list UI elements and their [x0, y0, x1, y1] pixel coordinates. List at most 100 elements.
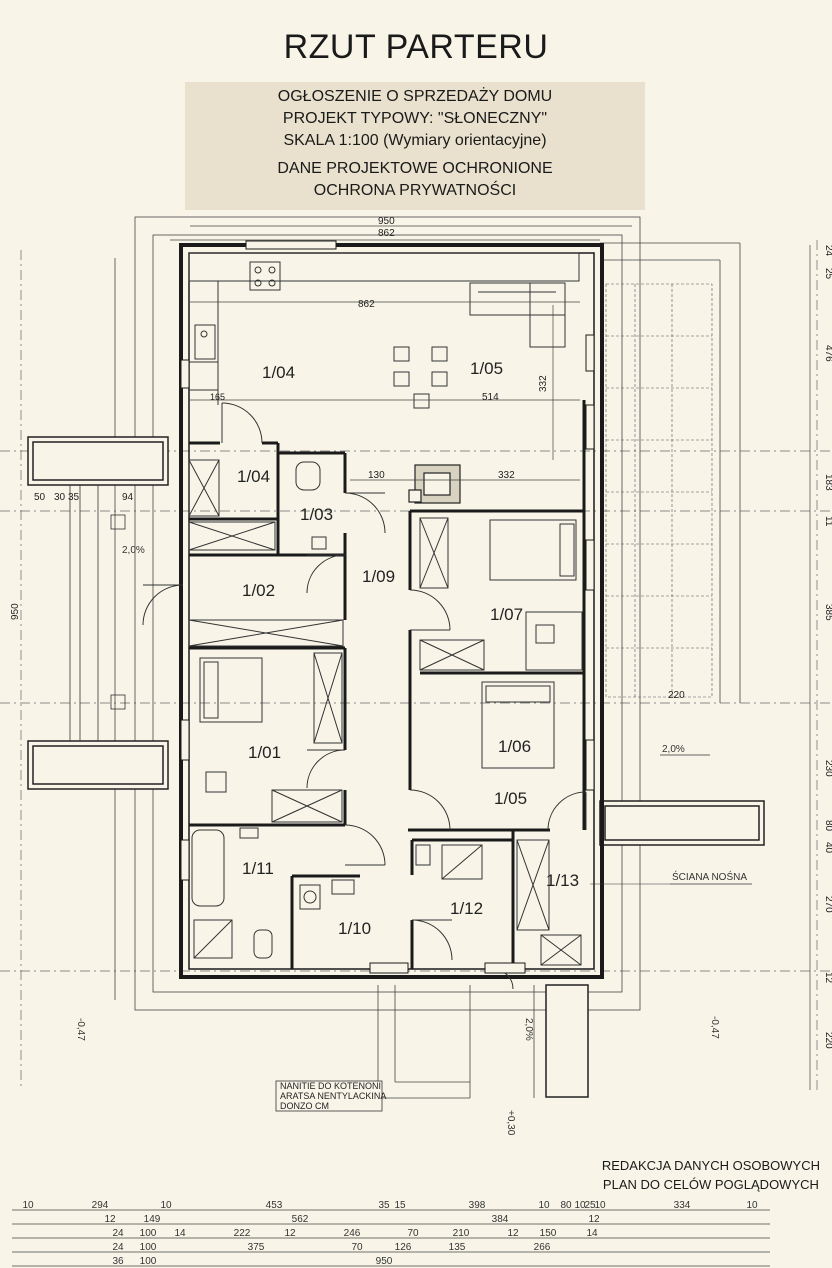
bottom-dimension-value: 950 [376, 1256, 393, 1267]
bottom-dimension-value: 12 [104, 1214, 116, 1225]
dim-right-12: 12 [823, 972, 832, 984]
room-1-02: 1/02 [242, 581, 275, 600]
level-bottom: +0,30 [505, 1110, 516, 1136]
bottom-dimension-value: 36 [112, 1256, 124, 1267]
fireplace [408, 464, 461, 504]
footer-line-1: REDAKCJA DANYCH OSOBOWYCH [601, 1158, 820, 1173]
room-1-06: 1/06 [498, 737, 531, 756]
dim-right-25: 25 [823, 268, 832, 280]
bottom-dimension-value: 10 [746, 1200, 758, 1211]
room-labels: 1/04 1/05 1/04 1/03 1/09 1/02 1/07 1/01 … [237, 359, 579, 938]
dim-right-183: 183 [823, 474, 832, 491]
bottom-dimension-value: 210 [453, 1228, 470, 1239]
dim-950-top: 950 [378, 216, 395, 227]
bottom-dimension-value: 126 [395, 1242, 412, 1253]
banner-line-5: OCHRONA PRYWATNOŚCI [313, 182, 517, 199]
slope-left: 2,0% [122, 545, 145, 556]
dimension-labels: 950 862 862 514 332 130 165 332 220 950 … [10, 216, 832, 1049]
window-marks [180, 334, 595, 974]
site-slabs [27, 436, 765, 1098]
level-right: -0,47 [709, 1016, 720, 1039]
annotations: 2,0% 2,0% 2,0% ŚCIANA NOŚNA -0,47 -0,47 … [75, 545, 752, 1136]
dim-514: 514 [482, 392, 499, 403]
dim-332-horizontal: 332 [498, 470, 515, 481]
bottom-dimension-value: 24 [112, 1242, 124, 1253]
bottom-dimension-value: 10 [574, 1200, 586, 1211]
bottom-dimension-value: 246 [344, 1228, 361, 1239]
dim-220: 220 [668, 690, 685, 701]
bottom-dimension-value: 12 [588, 1214, 600, 1225]
banner-line-1: OGŁOSZENIE O SPRZEDAŻY DOMU [277, 88, 553, 105]
room-1-09: 1/09 [362, 567, 395, 586]
dim-30: 30 [54, 492, 66, 503]
dim-130: 130 [368, 470, 385, 481]
bathroom-fittings [191, 461, 431, 959]
downpipes [69, 485, 126, 741]
room-1-03: 1/03 [300, 505, 333, 524]
room-1-10: 1/10 [338, 919, 371, 938]
banner-line-4: DANE PROJEKTOWE OCHRONIONE [277, 160, 553, 177]
room-1-11: 1/11 [242, 859, 274, 878]
bottom-dimension-value: 222 [234, 1228, 251, 1239]
bottom-dimension-value: 12 [507, 1228, 519, 1239]
dim-862-top: 862 [378, 228, 395, 239]
bottom-dimension-value: 453 [266, 1200, 283, 1211]
bottom-dimension-value: 562 [292, 1214, 309, 1225]
plan-title: RZUT PARTERU [283, 28, 549, 66]
note-line-3: DONZO CM [280, 1101, 329, 1111]
room-1-04-kitchen: 1/04 [262, 363, 295, 382]
dim-right-80: 80 [823, 820, 832, 832]
wardrobes [188, 459, 582, 966]
bottom-dimension-value: 35 [378, 1200, 390, 1211]
dim-862-inner: 862 [358, 299, 375, 310]
bottom-dimension-value: 10 [538, 1200, 550, 1211]
bottom-dimension-value: 149 [144, 1214, 161, 1225]
dim-94: 94 [122, 492, 134, 503]
room-1-05-living: 1/05 [470, 359, 503, 378]
dim-right-270: 270 [823, 896, 832, 913]
inner-dim-lines [170, 225, 632, 481]
bottom-dimension-value: 294 [92, 1200, 109, 1211]
dim-35: 35 [68, 492, 80, 503]
bottom-dimension-value: 70 [407, 1228, 419, 1239]
dim-right-385: 385 [823, 604, 832, 621]
bottom-dimension-value: 384 [492, 1214, 509, 1225]
note-box [275, 1080, 383, 1112]
bottom-dimension-value: 14 [174, 1228, 186, 1239]
bottom-dimension-value: 12 [284, 1228, 296, 1239]
bottom-dimension-value: 80 [560, 1200, 572, 1211]
dim-right-476: 476 [823, 345, 832, 362]
dim-165: 165 [210, 392, 225, 402]
bottom-dimension-value: 14 [586, 1228, 598, 1239]
dim-right-40: 40 [823, 842, 832, 854]
living-furniture [393, 282, 566, 409]
footer-line-2: PLAN DO CELÓW POGLĄDOWYCH [602, 1177, 819, 1192]
dim-right-24: 24 [823, 245, 832, 257]
axis-lines [0, 240, 832, 1090]
bottom-dimension-value: 25 [584, 1200, 596, 1211]
beds [199, 519, 583, 793]
bottom-dimension-value: 100 [140, 1242, 157, 1253]
bottom-dimension-value: 10 [160, 1200, 172, 1211]
bottom-dimension-value: 375 [248, 1242, 265, 1253]
terrace-pergola [605, 283, 713, 698]
door-swings [142, 402, 587, 990]
room-1-12: 1/12 [450, 899, 483, 918]
dim-right-220: 220 [823, 1032, 832, 1049]
room-1-01: 1/01 [248, 743, 281, 762]
bottom-dimension-value: 150 [540, 1228, 557, 1239]
footer-note: REDAKCJA DANYCH OSOBOWYCH PLAN DO CELÓW … [602, 1156, 820, 1194]
dim-right-230: 230 [823, 760, 832, 777]
dim-950-left: 950 [10, 603, 21, 620]
outline-lines [114, 216, 741, 1099]
room-1-04-pantry: 1/04 [237, 467, 270, 486]
window-top [245, 240, 337, 250]
banner-line-3: SKALA 1:100 (Wymiary orientacyjne) [283, 132, 547, 149]
level-left: -0,47 [75, 1018, 86, 1041]
bottom-dimension-value: 100 [140, 1256, 157, 1267]
bottom-dimension-value: 15 [394, 1200, 406, 1211]
bottom-dimension-value: 10 [22, 1200, 34, 1211]
dim-332-vertical: 332 [538, 375, 549, 392]
